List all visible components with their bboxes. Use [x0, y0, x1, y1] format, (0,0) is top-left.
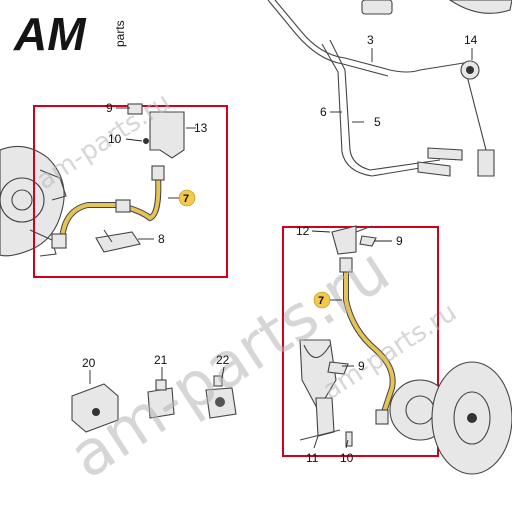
callout-6: 6	[320, 105, 327, 119]
right-assembly-drawing	[299, 225, 512, 475]
left-knuckle-drawing	[0, 145, 67, 257]
callout-14: 14	[464, 33, 478, 47]
callout-labels: 9 10 13 7 8 3 14 6 5 12 9 7 9 20 21 22 1…	[82, 33, 478, 465]
callout-7: 7	[318, 295, 324, 307]
callout-7: 7	[183, 193, 189, 205]
callout-7-badge: 7	[178, 189, 196, 207]
brake-lines-drawing	[267, 0, 512, 177]
callout-3: 3	[367, 33, 374, 47]
logo-brand: AM	[13, 8, 87, 60]
callout-12: 12	[296, 224, 310, 238]
callout-9: 9	[358, 359, 365, 373]
callout-8: 8	[158, 232, 165, 246]
callout-10: 10	[340, 451, 354, 465]
callout-7-badge: 7	[313, 291, 331, 309]
logo-suffix: parts	[113, 20, 127, 47]
callout-20: 20	[82, 356, 96, 370]
leader-lines	[89, 48, 473, 449]
callout-13: 13	[194, 121, 208, 135]
small-parts-drawing	[71, 375, 237, 433]
callout-5: 5	[374, 115, 381, 129]
callout-21: 21	[154, 353, 168, 367]
callout-10: 10	[108, 132, 122, 146]
callout-9: 9	[396, 234, 403, 248]
left-assembly-drawing	[51, 103, 185, 253]
am-parts-logo: AM parts	[13, 8, 127, 60]
callout-22: 22	[216, 353, 230, 367]
callout-9: 9	[106, 101, 113, 115]
highlight-box-right	[282, 226, 439, 457]
callout-11: 11	[306, 451, 319, 465]
